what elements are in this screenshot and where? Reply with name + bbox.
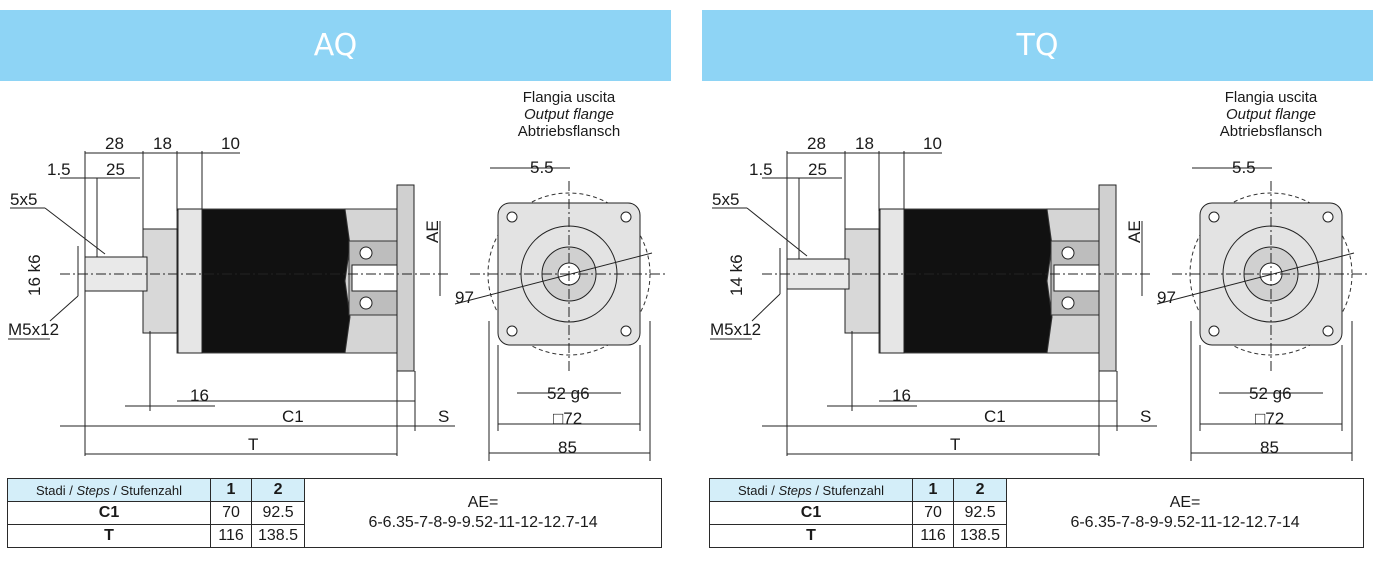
flange-heading-en: Output flange (1226, 106, 1316, 123)
output-flange-side (396, 184, 415, 372)
dim-72: □72 (553, 409, 582, 428)
t-stage1: 116 (912, 524, 954, 548)
dim-thread: M5x12 (710, 320, 761, 339)
stage-1-header: 1 (912, 478, 954, 502)
stage-2-header: 2 (250, 478, 306, 502)
stage-2-header: 2 (952, 478, 1008, 502)
dim-85: 85 (558, 438, 577, 457)
dim-5-5: 5.5 (1232, 158, 1256, 177)
dim-16: 16 (190, 386, 209, 405)
c1-label: C1 (7, 501, 211, 525)
dim-25: 25 (808, 160, 827, 179)
dim-s: S (438, 407, 449, 426)
table-header-label: Stadi / Steps / Stufenzahl (7, 478, 211, 502)
tq-panel: TQ (702, 0, 1373, 563)
flange-heading-it: Flangia uscita (523, 89, 616, 106)
dim-1-5: 1.5 (47, 160, 71, 179)
dim-key: 5x5 (712, 190, 739, 209)
bolt-circle (1061, 246, 1075, 260)
motor-shaft-bore (1053, 264, 1103, 292)
fixing-hole (1208, 325, 1220, 337)
gearbox-nose (844, 228, 880, 334)
ae-values: AE=6-6.35-7-8-9-9.52-11-12-12.7-14 (1006, 478, 1365, 548)
dim-key: 5x5 (10, 190, 37, 209)
dim-ae: AE (1125, 220, 1144, 243)
aq-panel: AQ (0, 0, 671, 563)
flange-heading-de: Abtriebsflansch (518, 123, 621, 140)
ae-values: AE=6-6.35-7-8-9-9.52-11-12-12.7-14 (304, 478, 663, 548)
fixing-hole (1208, 211, 1220, 223)
fixing-hole (620, 325, 632, 337)
dim-97: 97 (1157, 288, 1176, 307)
table-header-label: Stadi / Steps / Stufenzahl (709, 478, 913, 502)
tq-title-banner: TQ (702, 10, 1373, 81)
bolt-circle (359, 296, 373, 310)
fixing-hole (506, 325, 518, 337)
t-stage2: 138.5 (250, 524, 306, 548)
aq-motor-drawing: 28 18 10 1.5 25 5x5 16 k6 M5x12 AE 16 C1… (8, 89, 665, 461)
dim-5-5: 5.5 (530, 158, 554, 177)
c1-stage1: 70 (912, 501, 954, 525)
bolt-circle (1061, 296, 1075, 310)
t-label: T (709, 524, 913, 548)
dim-52: 52 g6 (1249, 384, 1292, 403)
c1-stage1: 70 (210, 501, 252, 525)
dim-18: 18 (855, 134, 874, 153)
dim-shaft: 16 k6 (25, 254, 44, 296)
flange-heading-en: Output flange (524, 106, 614, 123)
dim-16: 16 (892, 386, 911, 405)
dim-85: 85 (1260, 438, 1279, 457)
dim-s: S (1140, 407, 1151, 426)
aq-title-banner: AQ (0, 10, 671, 81)
dim-c1: C1 (282, 407, 304, 426)
fixing-hole (506, 211, 518, 223)
dim-thread: M5x12 (8, 320, 59, 339)
gearbox-ring (879, 208, 905, 354)
c1-label: C1 (709, 501, 913, 525)
output-flange-side (1098, 184, 1117, 372)
gearbox-nose (142, 228, 178, 334)
dim-10: 10 (221, 134, 240, 153)
c1-stage2: 92.5 (250, 501, 306, 525)
t-stage1: 116 (210, 524, 252, 548)
dim-97: 97 (455, 288, 474, 307)
fixing-hole (1322, 325, 1334, 337)
stage-1-header: 1 (210, 478, 252, 502)
c1-stage2: 92.5 (952, 501, 1008, 525)
dim-52: 52 g6 (547, 384, 590, 403)
dim-28: 28 (807, 134, 826, 153)
dim-shaft: 14 k6 (727, 254, 746, 296)
flange-heading-it: Flangia uscita (1225, 89, 1318, 106)
motor-shaft-bore (351, 264, 401, 292)
dim-28: 28 (105, 134, 124, 153)
t-label: T (7, 524, 211, 548)
dim-1-5: 1.5 (749, 160, 773, 179)
fixing-hole (1322, 211, 1334, 223)
dim-10: 10 (923, 134, 942, 153)
flange-heading-de: Abtriebsflansch (1220, 123, 1323, 140)
tq-motor-drawing: 28 18 10 1.5 25 5x5 14 k6 M5x12 AE 16 C1… (710, 89, 1367, 461)
dim-c1: C1 (984, 407, 1006, 426)
gearbox-ring (177, 208, 203, 354)
bolt-circle (359, 246, 373, 260)
dim-t: T (950, 435, 960, 454)
dim-ae: AE (423, 220, 442, 243)
dim-t: T (248, 435, 258, 454)
dim-18: 18 (153, 134, 172, 153)
dim-72: □72 (1255, 409, 1284, 428)
tq-spec-table: Stadi / Steps / Stufenzahl 1 2 AE=6-6.35… (709, 478, 1365, 548)
t-stage2: 138.5 (952, 524, 1008, 548)
fixing-hole (620, 211, 632, 223)
dim-25: 25 (106, 160, 125, 179)
aq-spec-table: Stadi / Steps / Stufenzahl 1 2 AE=6-6.35… (7, 478, 663, 548)
